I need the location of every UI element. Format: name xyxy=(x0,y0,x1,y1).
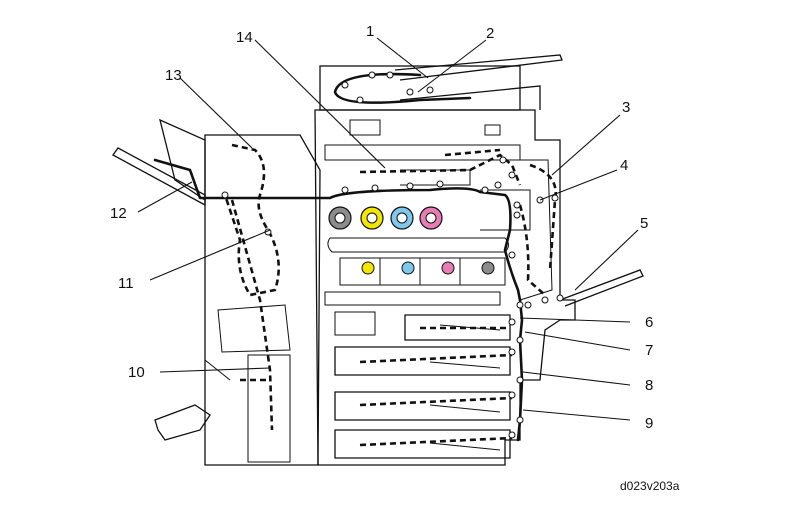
callout-13: 13 xyxy=(165,67,182,84)
callout-labels: 1 2 3 4 5 6 7 8 9 10 11 12 13 14 xyxy=(110,23,653,432)
upper-tray xyxy=(159,118,206,202)
callout-9: 9 xyxy=(645,415,653,432)
fusing-unit xyxy=(480,189,531,231)
copier-body xyxy=(314,54,644,466)
original-tray xyxy=(394,54,563,81)
staple-unit xyxy=(217,304,291,353)
callout-14: 14 xyxy=(236,29,253,46)
toner-cartridges xyxy=(328,206,495,275)
magenta-toner-bottle xyxy=(441,261,455,275)
bypass-tray xyxy=(559,269,644,307)
callout-6: 6 xyxy=(645,314,653,331)
callout-2: 2 xyxy=(486,25,494,42)
shift-tray xyxy=(112,147,206,207)
paper-tray-4 xyxy=(334,429,511,459)
callout-3: 3 xyxy=(622,99,630,116)
black-toner-bottle xyxy=(481,261,495,275)
paper-tray-2 xyxy=(334,346,511,376)
finisher xyxy=(112,118,321,466)
adf-path xyxy=(333,72,472,104)
paper-paths xyxy=(153,72,557,447)
callout-12: 12 xyxy=(110,205,127,222)
transfer-belt xyxy=(327,237,509,253)
finisher-path xyxy=(223,143,280,297)
callout-10: 10 xyxy=(128,364,145,381)
main-frame xyxy=(314,109,576,466)
figure-caption: d023v203a xyxy=(620,479,680,493)
main-paper-path xyxy=(153,158,522,302)
finisher-body xyxy=(204,134,321,466)
cyan-toner-bottle xyxy=(401,261,415,275)
document-feeder xyxy=(319,65,521,111)
paper-tray-3 xyxy=(334,391,511,421)
reverse-path xyxy=(529,163,557,271)
callout-4: 4 xyxy=(620,157,628,174)
callout-1: 1 xyxy=(366,23,374,40)
yellow-toner-bottle xyxy=(361,261,375,275)
callout-7: 7 xyxy=(645,342,653,359)
callout-8: 8 xyxy=(645,377,653,394)
rollers xyxy=(221,71,564,439)
callout-11: 11 xyxy=(118,275,134,292)
leader-lines xyxy=(137,37,639,421)
booklet-tray xyxy=(154,404,211,441)
callout-5: 5 xyxy=(640,215,648,232)
duplex-path xyxy=(359,153,522,186)
